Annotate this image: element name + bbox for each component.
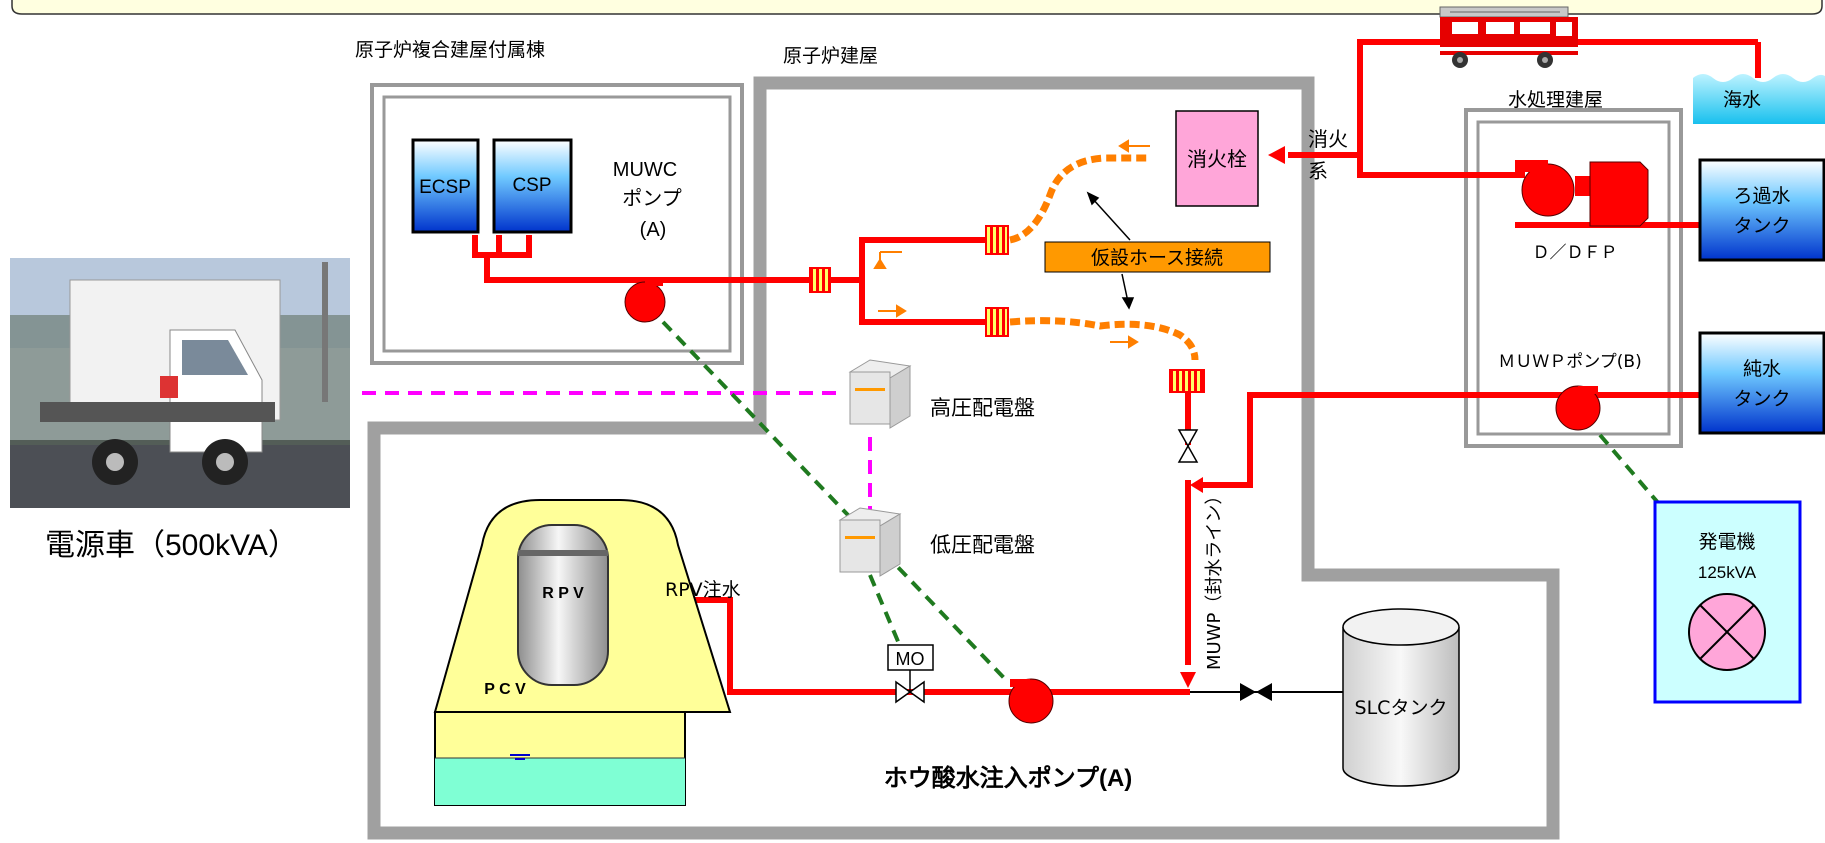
power-lines bbox=[362, 391, 872, 515]
water-treatment-building bbox=[1464, 108, 1683, 448]
muwc-pump-label-2: ポンプ bbox=[622, 186, 681, 210]
control-lines bbox=[661, 320, 1662, 682]
svg-text:P C V: P C V bbox=[484, 681, 526, 698]
fire-system-label-2: 系 bbox=[1308, 159, 1328, 183]
ddfp-pump bbox=[1515, 160, 1649, 227]
lv-switchgear-icon bbox=[838, 507, 902, 577]
fire-system-label: 消火 bbox=[1308, 127, 1348, 151]
fire-hydrant-arrow bbox=[1268, 146, 1285, 164]
rpv-injection-label: RPV注水 bbox=[665, 579, 741, 601]
seal-line-arrow bbox=[1180, 672, 1196, 688]
muwp-seal-line-label: MUWP（封水ライン） bbox=[1204, 487, 1225, 670]
muwc-pump-label-3: (A) bbox=[640, 219, 667, 241]
reactor-building-label: 原子炉建屋 bbox=[783, 45, 878, 67]
svg-text:仮設ホース接続: 仮設ホース接続 bbox=[1091, 247, 1223, 269]
slc-valve bbox=[1240, 683, 1272, 701]
mo-valve: MO bbox=[887, 644, 934, 704]
svg-text:純水: 純水 bbox=[1743, 358, 1781, 380]
temporary-hose bbox=[1009, 154, 1199, 361]
muwp-pump-b bbox=[1555, 385, 1601, 431]
svg-text:消火栓: 消火栓 bbox=[1187, 147, 1247, 171]
svg-text:ECSP: ECSP bbox=[419, 177, 471, 198]
svg-text:タンク: タンク bbox=[1733, 215, 1790, 237]
hv-switchgear-icon bbox=[848, 359, 912, 429]
ddfp-label: Ｄ／ＤＦＰ bbox=[1533, 243, 1618, 263]
pure-water-tank: 純水 タンク bbox=[1698, 331, 1825, 435]
fire-hydrant: 消火栓 bbox=[1175, 110, 1259, 207]
ecsp-tank: ECSP bbox=[411, 138, 480, 234]
svg-text:タンク: タンク bbox=[1733, 388, 1790, 410]
borated-pump-label: ホウ酸水注入ポンプ(A) bbox=[884, 764, 1133, 792]
filtered-water-tank: ろ過水 タンク bbox=[1698, 158, 1825, 262]
svg-text:MO: MO bbox=[896, 649, 925, 669]
svg-text:発電機: 発電機 bbox=[1698, 531, 1755, 553]
temp-hose-label: 仮設ホース接続 bbox=[1044, 241, 1271, 273]
lv-switchgear-label: 低圧配電盤 bbox=[930, 533, 1035, 557]
svg-text:R P V: R P V bbox=[542, 585, 584, 602]
seal-line-valve bbox=[1177, 429, 1199, 463]
fire-truck bbox=[1439, 6, 1578, 68]
muwc-pump-label: MUWC bbox=[613, 159, 677, 181]
svg-text:CSP: CSP bbox=[512, 175, 551, 196]
hose-flow-arrows bbox=[873, 139, 1150, 349]
hose-connectors bbox=[809, 225, 1205, 393]
annex-building-label: 原子炉複合建屋付属棟 bbox=[355, 39, 545, 61]
top-banner bbox=[11, 0, 1823, 15]
power-vehicle-photo bbox=[10, 258, 350, 508]
borated-injection-pump bbox=[1008, 678, 1054, 724]
svg-text:125kVA: 125kVA bbox=[1698, 563, 1757, 582]
annex-building bbox=[370, 83, 744, 365]
muwp-pump-b-label: ＭＵＷＰポンプ(B) bbox=[1498, 352, 1641, 372]
svg-text:ろ過水: ろ過水 bbox=[1733, 185, 1790, 207]
temp-hose-pointers bbox=[1086, 191, 1135, 310]
slc-tank: SLCタンク bbox=[1342, 608, 1460, 787]
generator: 発電機 125kVA bbox=[1653, 500, 1802, 704]
seawater: 海水 bbox=[1693, 74, 1825, 124]
csp-tank: CSP bbox=[492, 138, 573, 234]
muwc-pump-a bbox=[624, 278, 666, 323]
water-treatment-building-label: 水処理建屋 bbox=[1508, 89, 1603, 111]
svg-text:海水: 海水 bbox=[1723, 89, 1761, 111]
muwb-arrow bbox=[1190, 477, 1203, 493]
hv-switchgear-label: 高圧配電盤 bbox=[930, 396, 1035, 420]
power-vehicle-label: 電源車（500kVA） bbox=[45, 529, 298, 562]
piping bbox=[472, 39, 1761, 695]
svg-text:SLCタンク: SLCタンク bbox=[1355, 697, 1448, 719]
rpv: R P V bbox=[517, 524, 609, 686]
reactor-building-wall bbox=[367, 76, 1560, 840]
